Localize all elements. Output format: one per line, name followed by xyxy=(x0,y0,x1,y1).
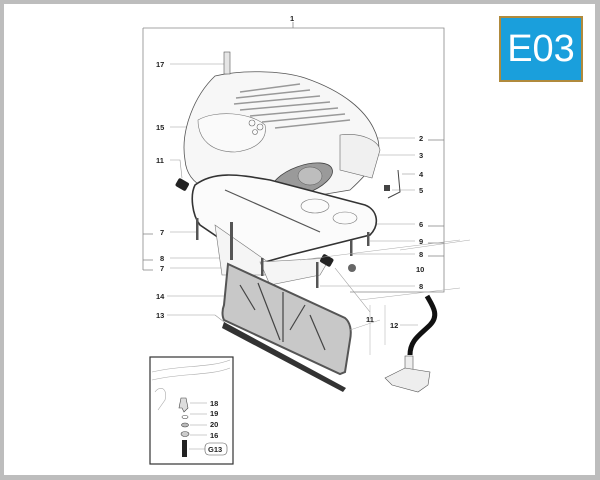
callout-1: 1 xyxy=(290,14,294,23)
hose-clip-4 xyxy=(387,169,401,199)
callout-17: 17 xyxy=(156,60,164,69)
callout-8-left: 8 xyxy=(160,254,164,263)
fitting-10 xyxy=(348,264,356,272)
detail-inset: 18 19 20 16 G13 xyxy=(149,356,234,465)
callout-labels: 1 17 15 11 2 3 4 5 6 7 9 8 8 10 7 8 14 1… xyxy=(156,14,424,330)
callout-8: 8 xyxy=(419,250,423,259)
callout-10: 10 xyxy=(416,265,424,274)
callout-8-lower: 8 xyxy=(419,282,423,291)
gasket-13 xyxy=(222,322,346,392)
grommet-11 xyxy=(175,178,189,191)
callout-12: 12 xyxy=(390,321,398,330)
callout-14: 14 xyxy=(156,292,165,301)
callout-15: 15 xyxy=(156,123,164,132)
callout-16: 16 xyxy=(210,431,218,440)
callout-18: 18 xyxy=(210,399,218,408)
air-box-base xyxy=(191,174,378,286)
callout-7-lower: 7 xyxy=(160,264,164,273)
hose-12 xyxy=(407,294,438,356)
assembly-bracket xyxy=(142,22,445,293)
callout-20: 20 xyxy=(210,420,218,429)
callout-7: 7 xyxy=(160,228,164,237)
grommet-11b xyxy=(320,254,334,267)
group-tag-g13: G13 xyxy=(208,445,222,454)
bracket-bottom xyxy=(384,355,431,393)
air-box-cover xyxy=(183,71,381,201)
callout-9: 9 xyxy=(419,237,423,246)
callout-11-lower: 11 xyxy=(366,315,374,324)
callout-11: 11 xyxy=(156,156,164,165)
callout-5: 5 xyxy=(419,186,423,195)
callout-3: 3 xyxy=(419,151,423,160)
callout-4: 4 xyxy=(419,170,424,179)
callout-13: 13 xyxy=(156,311,164,320)
sensor-part-17 xyxy=(223,51,231,75)
filter-element-14 xyxy=(221,262,352,376)
callout-6: 6 xyxy=(419,220,423,229)
chassis-sketch xyxy=(299,239,471,355)
bolts xyxy=(196,218,370,288)
callout-2: 2 xyxy=(419,134,423,143)
screw-5 xyxy=(384,185,390,191)
callout-19: 19 xyxy=(210,409,218,418)
page-code-badge: E03 xyxy=(499,16,583,82)
